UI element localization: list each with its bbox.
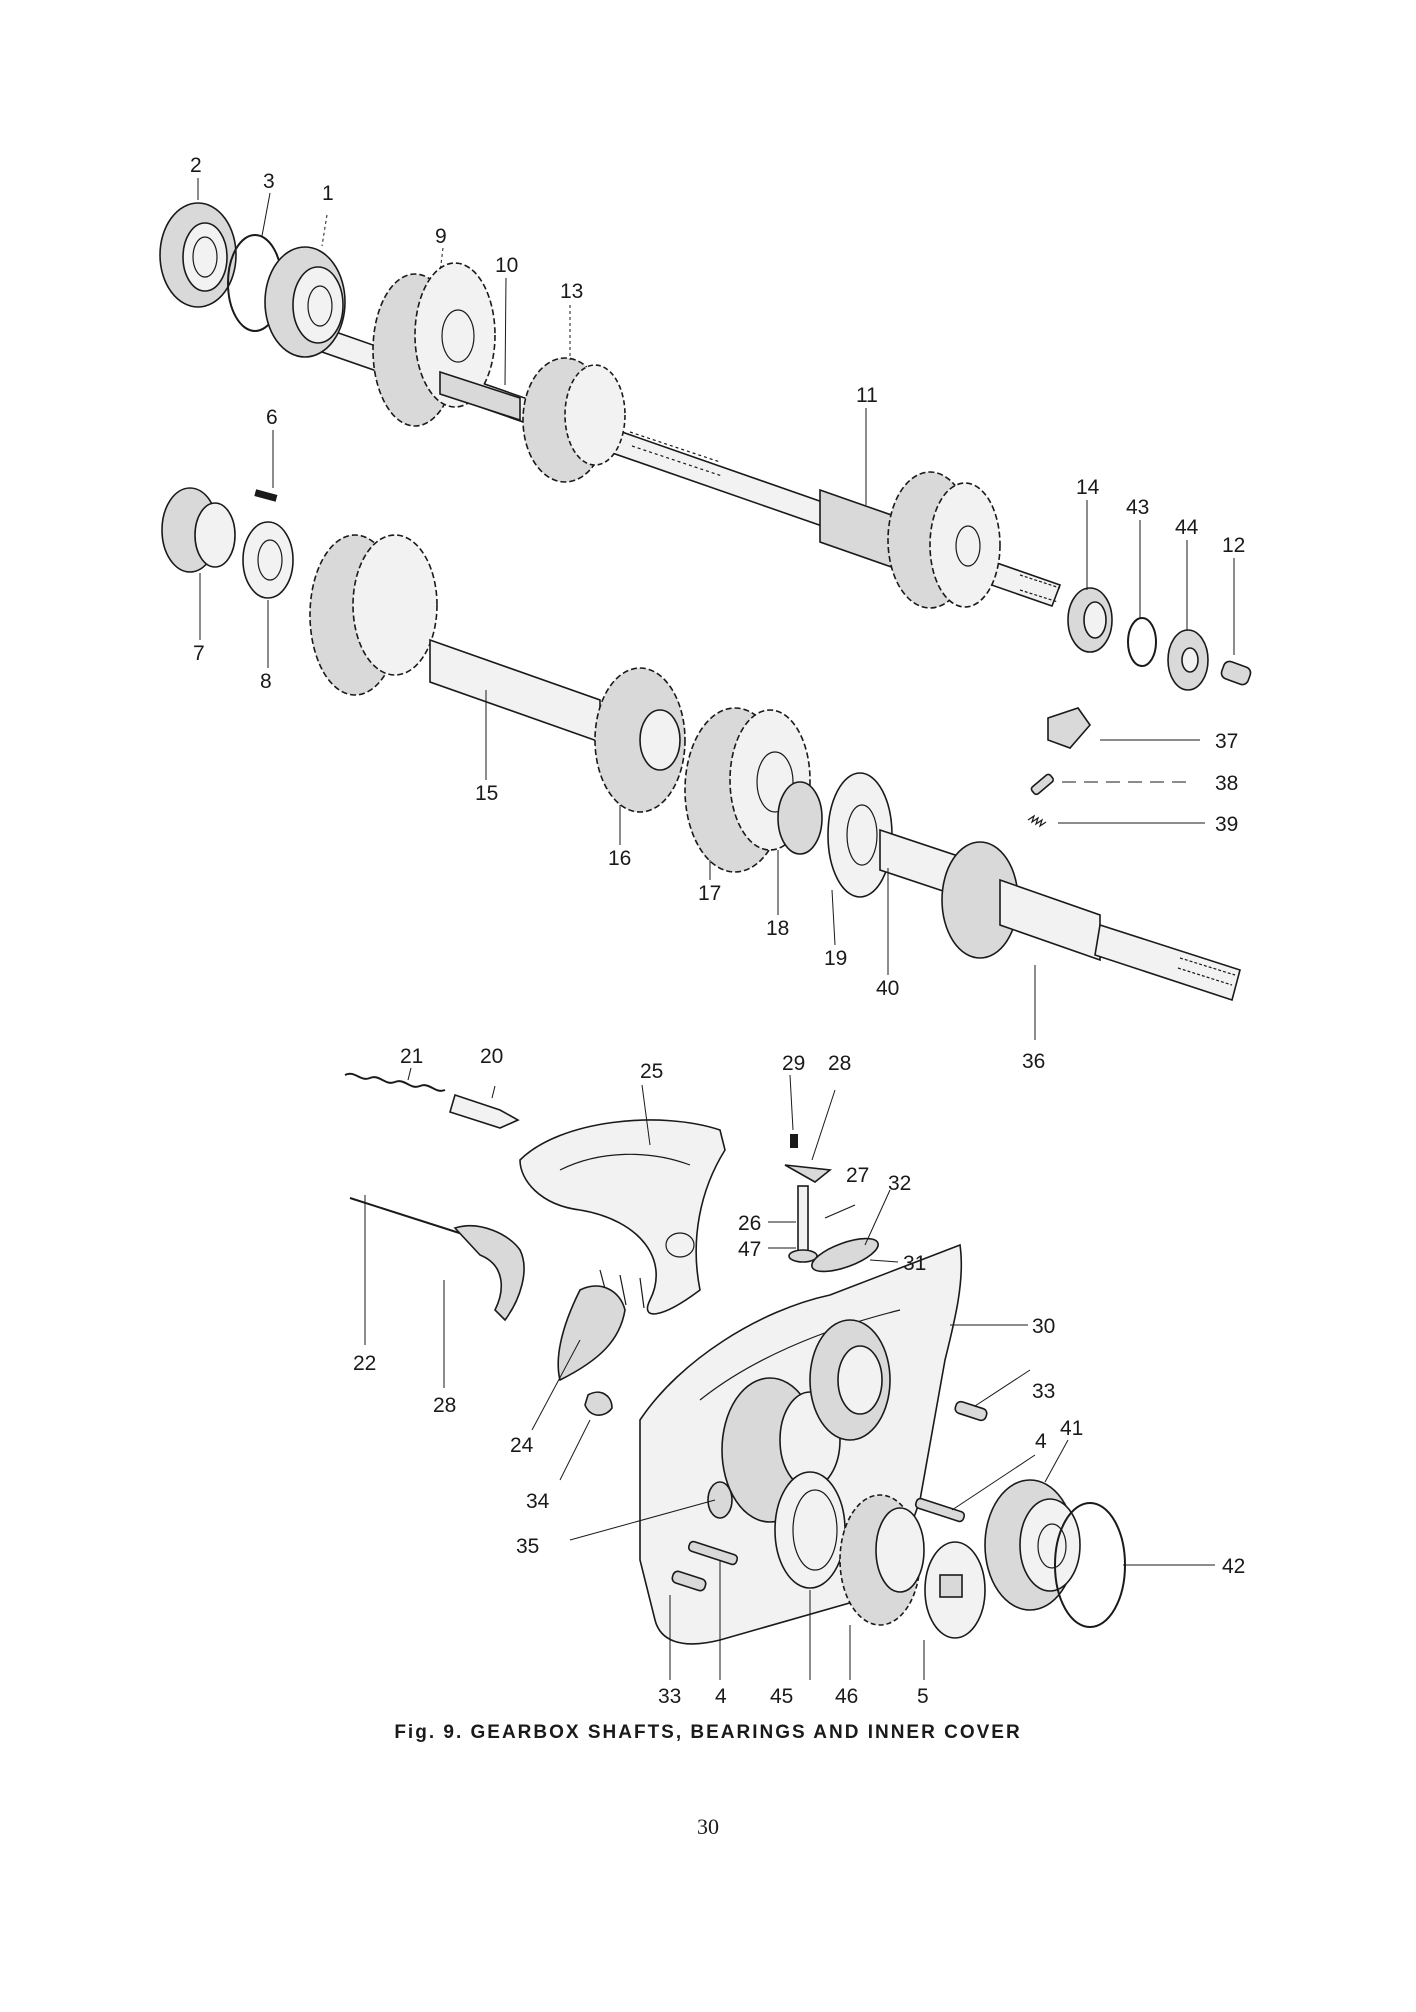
label-1: 1 [322, 182, 334, 205]
layshaft-gear-part-15 [309, 534, 601, 744]
label-10: 10 [495, 254, 518, 277]
thrust-washer-part-8 [242, 521, 294, 599]
label-2: 2 [190, 154, 202, 177]
label-11: 11 [856, 384, 878, 407]
label-16: 16 [608, 847, 631, 870]
screw-part-4 [914, 1497, 966, 1523]
label-28-top: 28 [828, 1052, 851, 1075]
screw-part-4-lower [687, 1540, 739, 1566]
label-21: 21 [400, 1045, 423, 1068]
label-25: 25 [640, 1060, 663, 1083]
label-24: 24 [510, 1434, 534, 1457]
label-36: 36 [1022, 1050, 1045, 1073]
seal-part-45 [774, 1471, 846, 1589]
bush-part-35 [707, 1481, 733, 1519]
mainshaft-assembly [159, 202, 1252, 691]
label-29: 29 [782, 1052, 805, 1075]
label-33-top: 33 [1032, 1380, 1055, 1403]
label-35: 35 [516, 1535, 539, 1558]
label-34: 34 [526, 1490, 550, 1513]
page-number: 30 [697, 1814, 719, 1839]
lock-washer-part-43 [1127, 617, 1157, 667]
label-45: 45 [770, 1685, 793, 1708]
label-26: 26 [738, 1212, 761, 1235]
plunger-part-37 [1047, 707, 1092, 749]
gear-part-11 [819, 471, 1001, 609]
label-33-bottom: 33 [658, 1685, 681, 1708]
label-42: 42 [1222, 1555, 1245, 1578]
oil-seal-part-2 [159, 202, 237, 308]
label-12: 12 [1222, 534, 1245, 557]
label-20: 20 [480, 1045, 503, 1068]
label-44: 44 [1175, 516, 1199, 539]
label-32: 32 [888, 1172, 911, 1195]
selector-fork-part-24 [557, 1285, 626, 1382]
label-43: 43 [1126, 496, 1149, 519]
label-4-top: 4 [1035, 1430, 1047, 1453]
label-18: 18 [766, 917, 789, 940]
label-14: 14 [1076, 476, 1100, 499]
gear-part-13 [522, 357, 626, 483]
bush-part-10 [439, 370, 521, 422]
label-19: 19 [824, 947, 847, 970]
gear-part-16 [594, 667, 686, 813]
ball-bearing-part-41 [984, 1479, 1081, 1611]
figure-caption: Fig. 9. GEARBOX SHAFTS, BEARINGS AND INN… [394, 1722, 1022, 1743]
part-labels: 2 3 1 9 10 13 11 6 14 43 44 12 7 8 15 16… [190, 154, 1245, 1708]
spring-part-39 [1027, 814, 1047, 828]
gear-part-9 [372, 262, 496, 427]
pawl-part-28 [784, 1164, 833, 1183]
bush-part-14 [1067, 587, 1113, 653]
label-38: 38 [1215, 772, 1238, 795]
screw-part-29 [790, 1134, 798, 1148]
label-47: 47 [738, 1238, 761, 1261]
label-37: 37 [1215, 730, 1238, 753]
label-40: 40 [876, 977, 899, 1000]
cam-plate-part-34 [584, 1391, 613, 1416]
pin-part-38 [1030, 773, 1054, 796]
dowel-part-33-lower [671, 1570, 707, 1592]
sleeve-gear-part-36 [941, 841, 1241, 1002]
bush-part-18 [777, 781, 823, 855]
spring-part-21 [344, 1072, 446, 1092]
label-27: 27 [846, 1164, 869, 1187]
split-pin-part-27 [824, 1204, 856, 1219]
label-17: 17 [698, 882, 721, 905]
label-22: 22 [353, 1352, 376, 1375]
label-9: 9 [435, 225, 447, 248]
label-30: 30 [1032, 1315, 1055, 1338]
label-13: 13 [560, 280, 583, 303]
window-part-31 [811, 1237, 879, 1273]
dowel-part-33 [954, 1400, 988, 1422]
inner-cover-assembly [344, 1072, 1126, 1645]
bush-part-7 [161, 487, 236, 573]
selector-plate-part-25 [519, 1119, 726, 1315]
spindle-part-26 [788, 1185, 818, 1263]
label-31: 31 [903, 1252, 926, 1275]
cover-plate-part-5 [924, 1541, 986, 1639]
label-3: 3 [263, 170, 275, 193]
plunger-part-20 [449, 1093, 520, 1129]
label-4-bottom: 4 [715, 1685, 727, 1708]
pin-part-12 [1220, 660, 1252, 686]
pin-part-6 [254, 489, 278, 502]
label-7: 7 [193, 642, 205, 665]
threaded-ring-part-46 [839, 1494, 925, 1626]
label-46: 46 [835, 1685, 858, 1708]
label-6: 6 [266, 406, 278, 429]
label-41: 41 [1060, 1417, 1083, 1440]
ball-bearing-part-1 [264, 246, 346, 358]
label-39: 39 [1215, 813, 1238, 836]
label-28-bottom: 28 [433, 1394, 456, 1417]
label-8: 8 [260, 670, 272, 693]
selector-fork-part-28 [453, 1225, 525, 1322]
nut-part-44 [1167, 629, 1209, 691]
label-5: 5 [917, 1685, 929, 1708]
exploded-parts-diagram: 2 3 1 9 10 13 11 6 14 43 44 12 7 8 15 16… [159, 154, 1252, 1708]
leader-lines [197, 178, 1235, 1680]
layshaft-assembly [161, 487, 1241, 1002]
label-15: 15 [475, 782, 498, 805]
selector-spindle-part-22 [349, 1197, 476, 1239]
